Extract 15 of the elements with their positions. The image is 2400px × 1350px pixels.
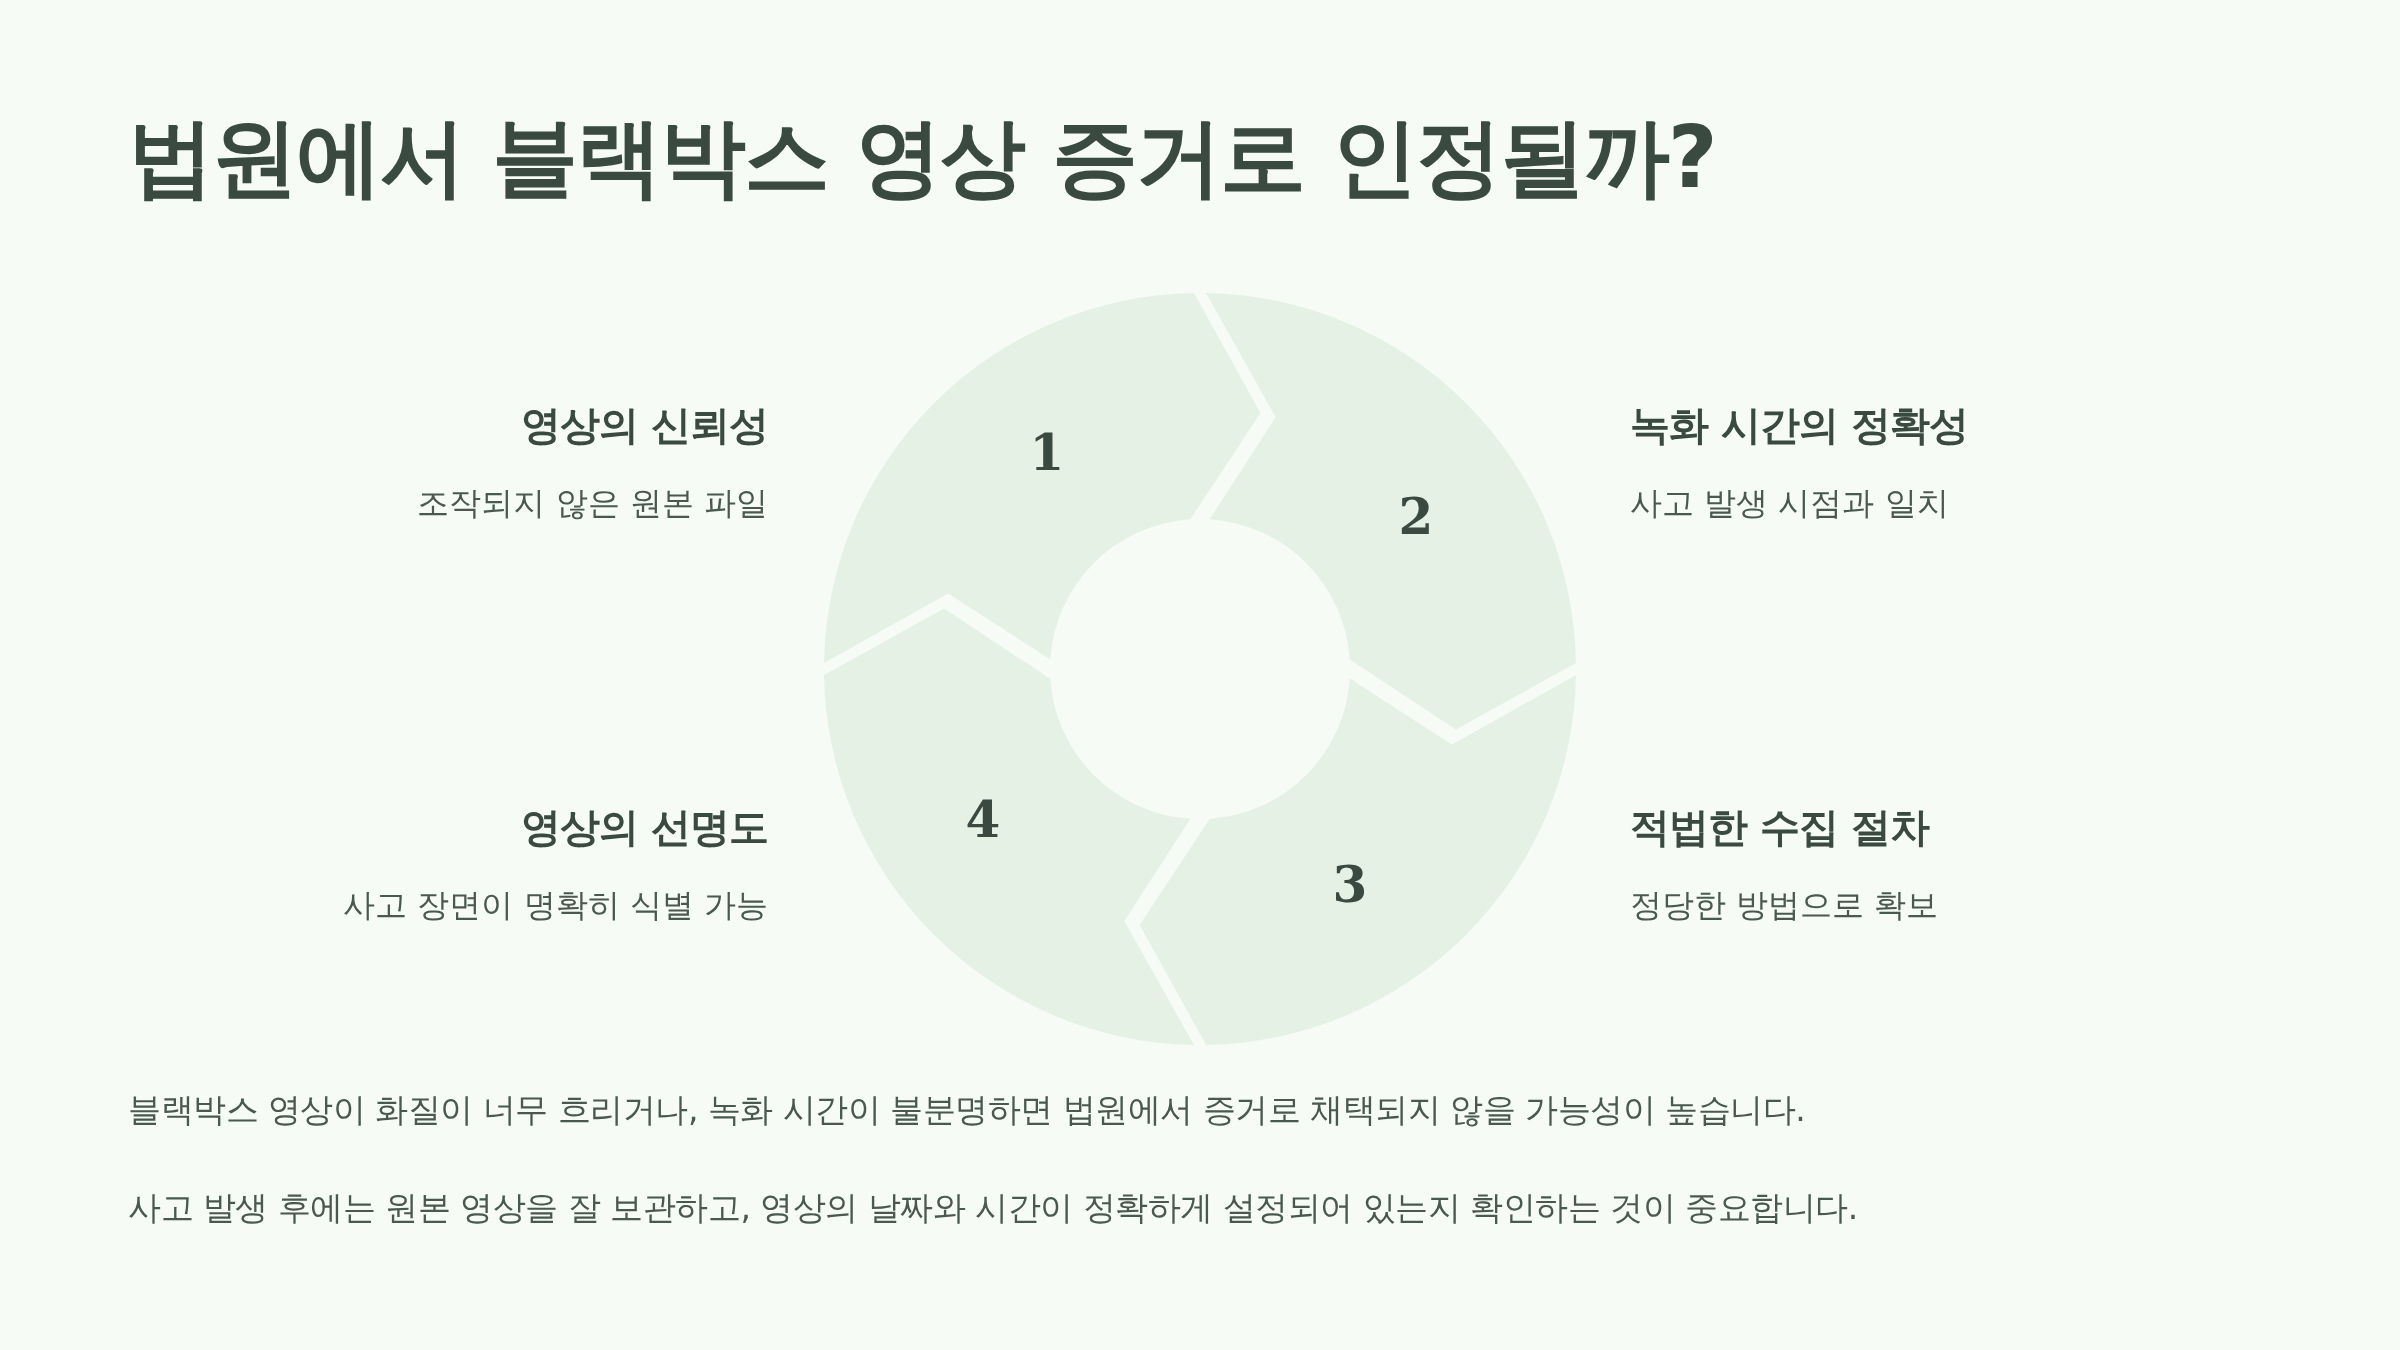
step-heading: 영상의 신뢰성 — [521, 401, 768, 450]
step-number: 2 — [1398, 492, 1434, 542]
step-heading: 영상의 선명도 — [521, 803, 768, 852]
title: 법원에서 블랙박스 영상 증거로 인정될까? — [128, 106, 1716, 209]
step-heading: 녹화 시간의 정확성 — [1630, 401, 1968, 450]
note-text: 블랙박스 영상이 화질이 너무 흐리거나, 녹화 시간이 불분명하면 법원에서 증거로 채택되지 않을 가능성이 높습니다. — [128, 1089, 1806, 1131]
step-description: 정당한 방법으로 확보 — [1630, 885, 1939, 926]
step-description: 사고 장면이 명확히 식별 가능 — [343, 885, 768, 926]
step-number: 1 — [1029, 428, 1065, 478]
step-description: 조작되지 않은 원본 파일 — [417, 483, 768, 524]
step-number: 4 — [965, 795, 1001, 845]
note-text: 사고 발생 후에는 원본 영상을 잘 보관하고, 영상의 날짜와 시간이 정확하게 설정되어 있는지 확인하는 것이 중요합니다. — [128, 1187, 1858, 1229]
step-heading: 적법한 수집 절차 — [1630, 803, 1929, 852]
step-description: 사고 발생 시점과 일치 — [1630, 483, 1949, 524]
step-number: 3 — [1332, 860, 1368, 910]
